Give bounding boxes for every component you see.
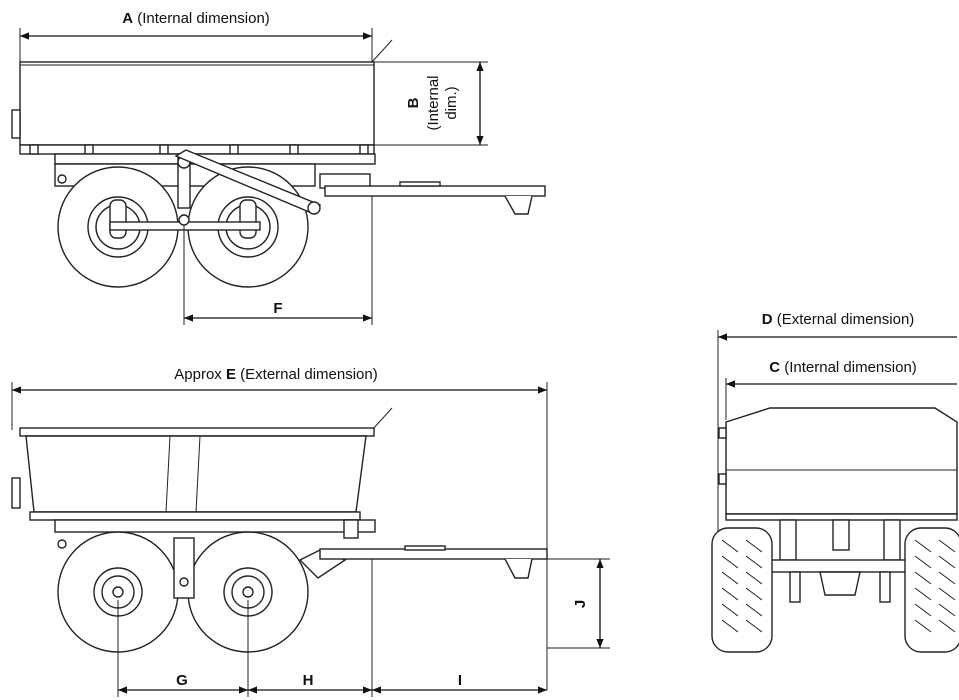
dimension-b-text: (Internal [425,75,442,130]
tire [904,527,959,653]
dimension-f-label: F [273,300,282,317]
dimension-a-label: A (Internal dimension) [122,10,270,27]
dimension-b-text: dim.) [443,86,460,119]
dimension-b-letter: B [405,97,422,108]
dimension-j-label: J [572,600,589,608]
cargo-box [19,61,375,146]
bogie [173,537,195,599]
dimension-h-label: H [303,672,314,689]
drawbar [324,185,546,197]
rear-view: D (External dimension) C (Internal dimen… [711,311,959,653]
cargo-box-rear [725,407,958,515]
tire [711,527,773,653]
box-frame [19,144,375,155]
dimension-g-label: G [176,672,188,689]
rear-light [11,109,21,139]
hitch [504,558,533,579]
dimension-c-label: C (Internal dimension) [769,359,917,376]
hitch [504,195,533,215]
dimension-e-label: Approx E (External dimension) [174,366,377,383]
top-side-view: A (Internal dimension) B (Internal dim.) [11,10,546,325]
rear-light [11,477,21,509]
bottom-side-view: Approx E (External dimension) [11,366,610,697]
tailgate-latch [371,39,393,63]
dimension-d-label: D (External dimension) [762,311,915,328]
cargo-box [25,435,367,513]
dimension-i-label: I [458,672,462,689]
